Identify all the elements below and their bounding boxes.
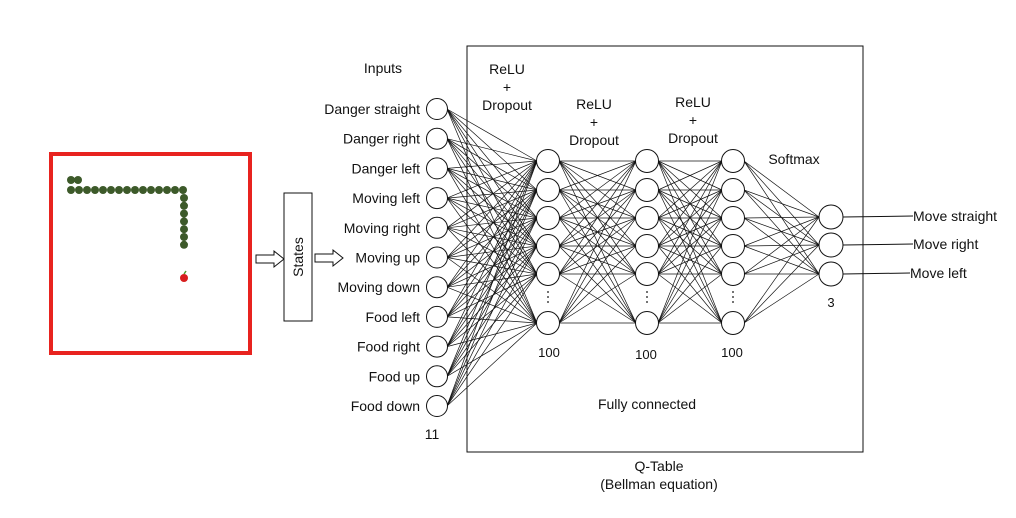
input-neuron <box>426 216 448 239</box>
inputs-title: Inputs <box>364 60 402 76</box>
output-label: Move right <box>913 236 978 252</box>
input-label: Moving down <box>338 279 421 295</box>
hidden-neuron <box>721 311 745 335</box>
softmax-label: Softmax <box>768 151 819 167</box>
output-neuron <box>818 232 844 258</box>
input-neuron <box>426 98 448 120</box>
arrow-game-to-states-icon <box>255 249 285 269</box>
input-label: Moving right <box>344 220 420 236</box>
hidden-neuron <box>536 311 560 335</box>
layer-ellipses <box>547 291 734 303</box>
output-label: Move straight <box>913 208 997 224</box>
hidden-neuron <box>721 234 745 258</box>
input-neuron <box>426 246 448 269</box>
input-label: Moving up <box>355 250 420 266</box>
hidden-neuron <box>536 206 560 230</box>
output-neuron <box>818 204 844 230</box>
output-label: Move left <box>910 265 967 281</box>
activation-label: ReLU <box>576 96 612 112</box>
snake-icon <box>67 176 188 249</box>
hidden-neuron <box>635 311 659 335</box>
hidden-neuron <box>536 149 560 173</box>
input-count: 11 <box>425 426 440 442</box>
input-label: Danger right <box>343 131 420 147</box>
hidden-neuron <box>536 234 560 258</box>
layer-count: 100 <box>538 345 560 360</box>
output-lines <box>842 215 914 275</box>
hidden-neuron <box>721 149 745 173</box>
qtable-sublabel: (Bellman equation) <box>600 476 718 492</box>
hidden-neuron <box>635 178 659 202</box>
activation-label: Dropout <box>482 97 532 113</box>
input-neuron <box>426 276 448 299</box>
activation-label: + <box>590 114 598 130</box>
qtable-label: Q-Table <box>634 458 683 474</box>
activation-label: ReLU <box>675 94 711 110</box>
output-count: 3 <box>827 295 834 310</box>
snake-game-panel <box>49 152 252 355</box>
hidden-neuron <box>536 178 560 202</box>
layer-count-labels: 100 100 100 <box>538 345 743 362</box>
hidden-neuron <box>721 262 745 286</box>
input-neuron <box>426 157 448 180</box>
input-label: Danger straight <box>324 101 420 117</box>
hidden-neuron <box>721 178 745 202</box>
input-neuron <box>426 187 448 210</box>
input-label: Moving left <box>352 190 420 206</box>
input-label: Food up <box>369 368 421 384</box>
layer-count: 100 <box>635 347 657 362</box>
arrow-states-to-inputs-icon <box>314 248 344 268</box>
food-icon <box>180 270 188 282</box>
output-neuron <box>818 261 844 287</box>
hidden-neuron <box>635 262 659 286</box>
activation-label: + <box>689 112 697 128</box>
states-box: States <box>283 192 313 322</box>
activation-label: Dropout <box>569 132 619 148</box>
input-neuron <box>426 127 448 150</box>
input-label: Food right <box>357 339 420 355</box>
input-label: Danger left <box>352 160 421 176</box>
neurons <box>426 98 844 417</box>
input-label: Food down <box>351 398 420 414</box>
input-neuron <box>426 395 448 417</box>
activation-labels: ReLU + Dropout ReLU + Dropout ReLU + Dropout <box>482 61 718 148</box>
input-label: Food left <box>366 309 421 325</box>
hidden-neuron <box>635 206 659 230</box>
fully-connected-label: Fully connected <box>598 396 696 412</box>
input-neuron <box>426 365 448 388</box>
activation-label: Dropout <box>668 130 718 146</box>
hidden-neuron <box>536 262 560 286</box>
activation-label: ReLU <box>489 61 525 77</box>
hidden-neuron <box>635 234 659 258</box>
hidden-neuron <box>635 149 659 173</box>
input-neuron <box>426 335 448 358</box>
states-label: States <box>290 237 306 277</box>
input-neuron <box>426 305 448 328</box>
activation-label: + <box>503 79 511 95</box>
layer-count: 100 <box>721 345 743 360</box>
connections <box>446 108 820 407</box>
game-border <box>49 152 252 355</box>
hidden-neuron <box>721 206 745 230</box>
